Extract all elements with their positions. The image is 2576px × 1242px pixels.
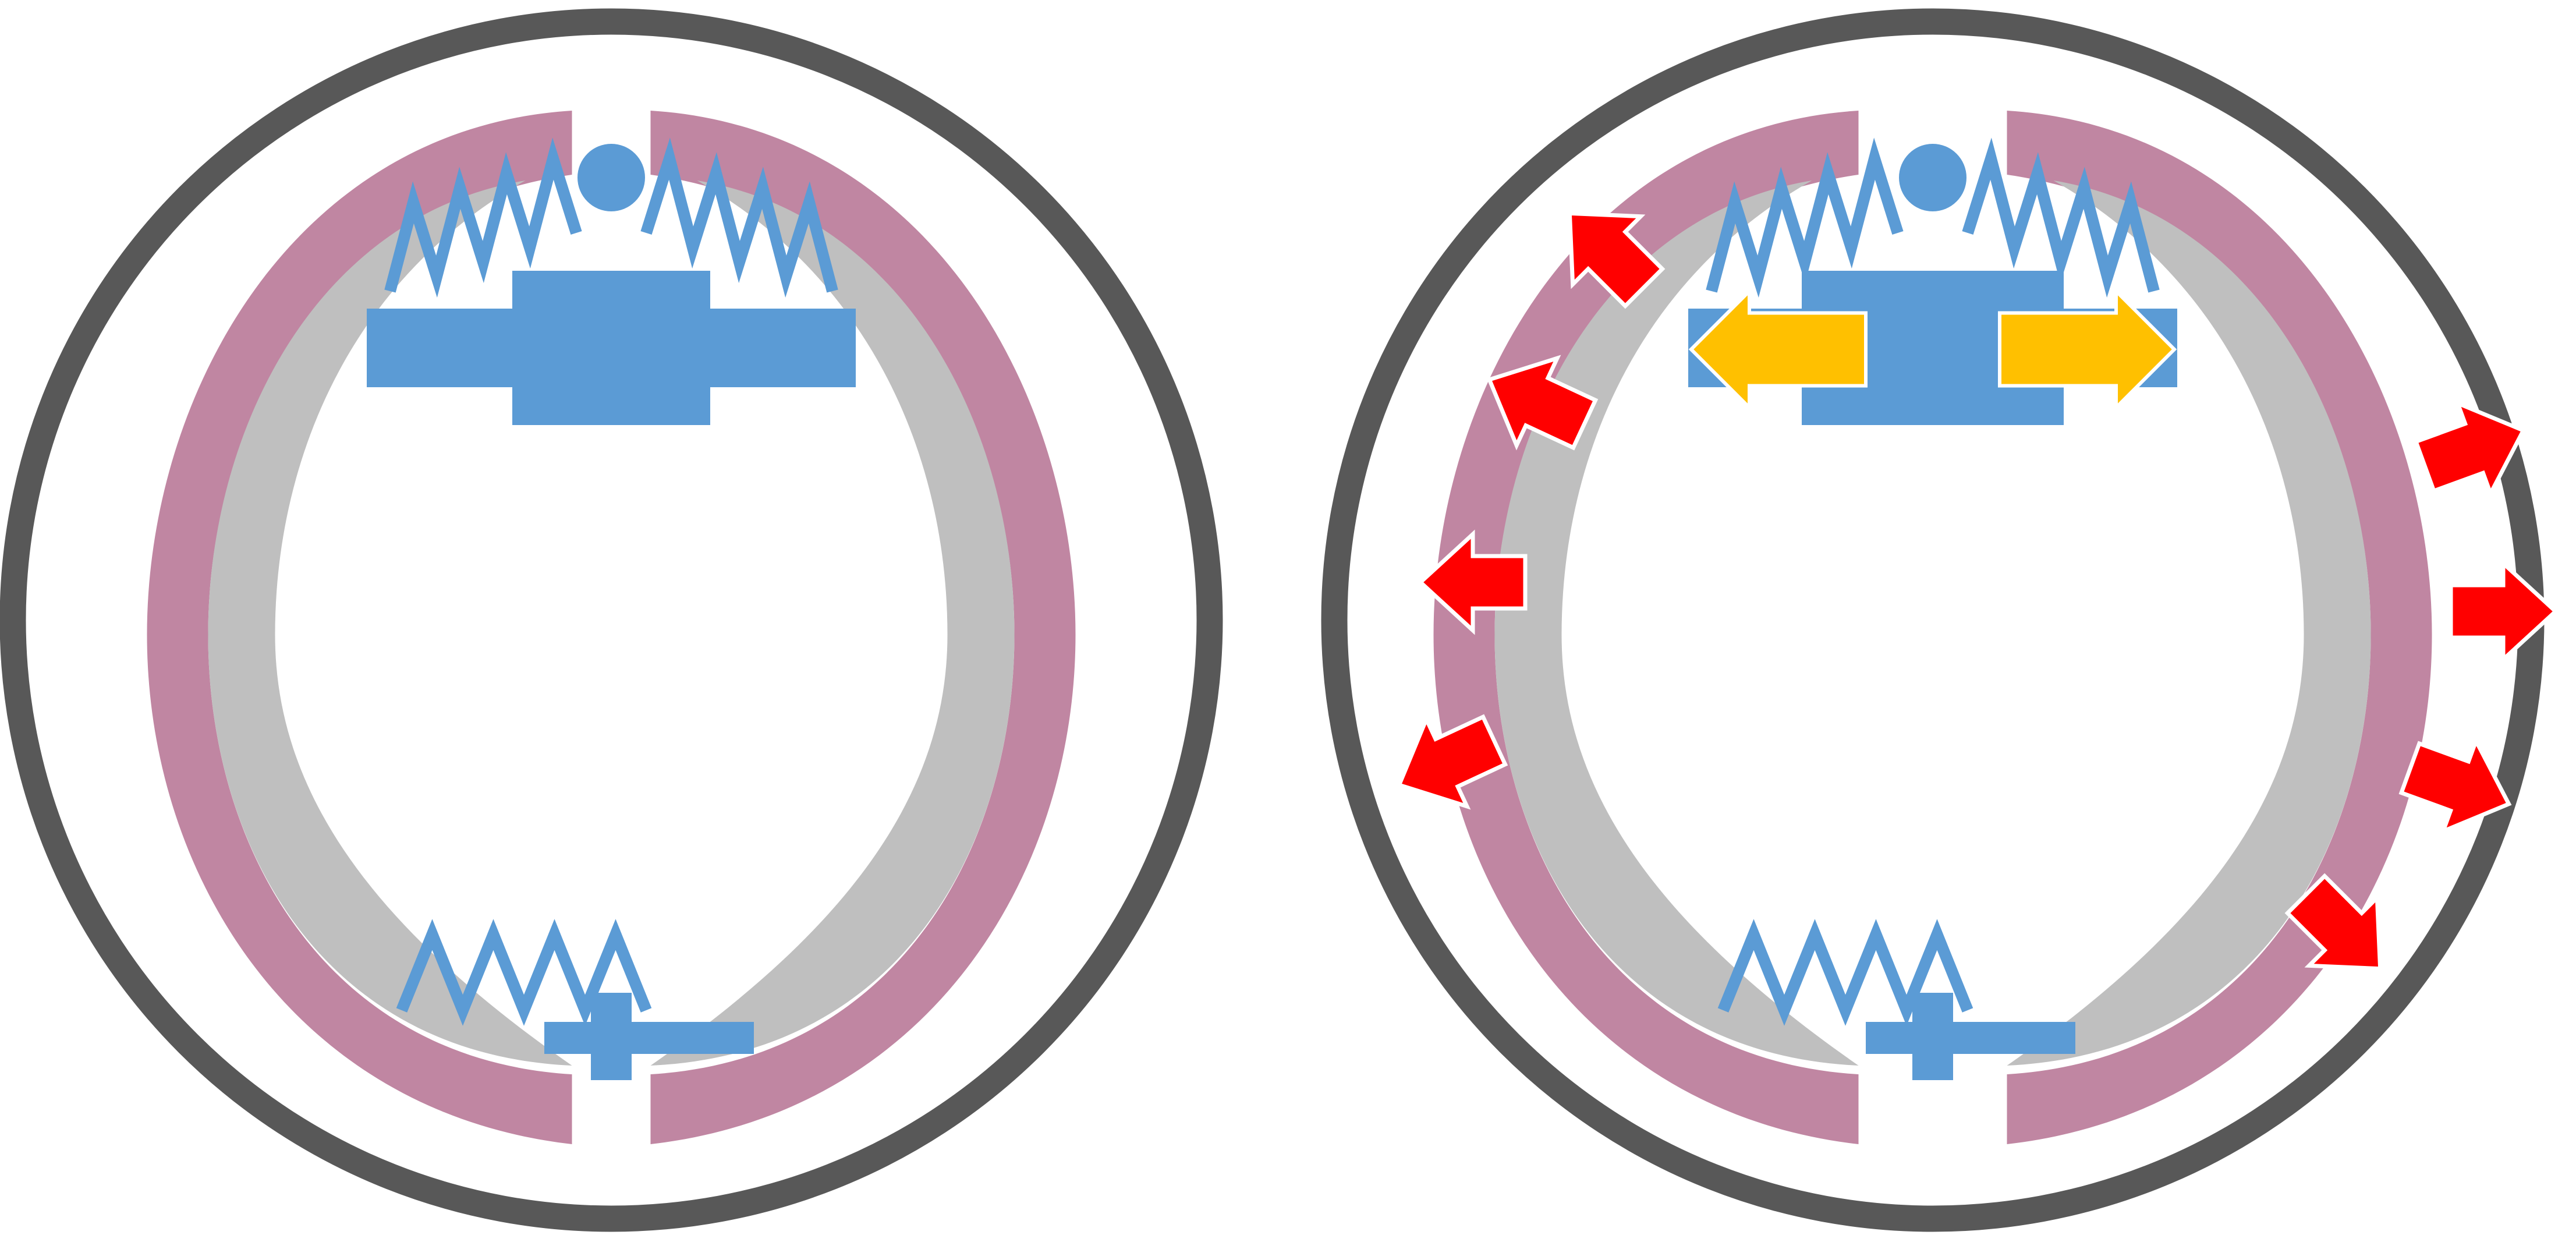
adjuster-bar (544, 1022, 754, 1054)
piston-rod (367, 309, 856, 387)
anchor-post (591, 993, 632, 1080)
bottom-adjuster-spring (1717, 919, 1973, 1026)
top-return-spring (1962, 137, 2160, 298)
top-return-spring (384, 137, 582, 298)
right-shoe-force-arrow (2284, 873, 2383, 971)
top-return-spring (640, 137, 838, 298)
left-shoe-force-arrow (1417, 529, 1528, 635)
adjuster-bar (1866, 1022, 2075, 1054)
piston-push-right-arrow (1998, 286, 2177, 412)
pivot-pin (1899, 144, 1966, 211)
right-shoe-force-arrow (2449, 558, 2559, 664)
left-brake-shoe (147, 111, 572, 1144)
drum-ring (0, 8, 1223, 1232)
right-shoe-force-arrow (2413, 399, 2527, 499)
top-return-spring (1706, 137, 1904, 298)
bottom-adjuster-spring (396, 919, 652, 1026)
wheel-cylinder (367, 271, 856, 425)
anchor-adjuster (544, 993, 754, 1080)
right-brake-shoe (2007, 111, 2432, 1144)
anchor-adjuster (1866, 993, 2075, 1080)
anchor-post (1912, 993, 1953, 1080)
right-brake-shoe (650, 111, 1076, 1144)
left-shoe-force-arrow (1486, 355, 1599, 451)
left-shoe-force-arrow (1396, 714, 1508, 810)
pivot-pin (577, 144, 645, 211)
piston-push-left-arrow (1688, 286, 1868, 412)
panel-applied: .lining{fill:#c086a2} .shoe{fill:#bfbfbf… (1321, 8, 2559, 1232)
left-shoe-force-arrow (1567, 211, 1666, 309)
right-shoe-force-arrow (2398, 735, 2512, 835)
panel-released: .lining{fill:#c086a2} .shoe{fill:#bfbfbf… (0, 8, 1223, 1232)
